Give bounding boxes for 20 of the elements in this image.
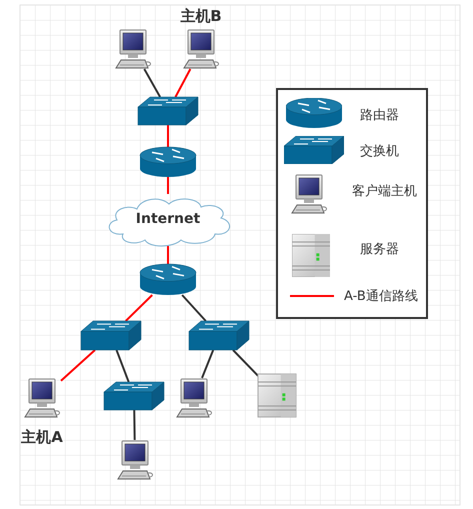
connection-line [174,68,192,98]
legend-label: A-B通信路线 [344,288,418,305]
connection-line [125,294,153,322]
legend-label: 交换机 [360,143,399,160]
connection-line [143,68,161,98]
host-label: 主机B [179,7,223,26]
cloud-label: Internet [134,211,202,227]
connection-line [116,350,130,382]
connection-line [133,410,136,440]
legend-label: 路由器 [360,107,399,124]
connection-line [167,177,169,194]
host-label: 主机A [20,428,64,447]
connection-line [167,246,169,264]
legend-label: 客户端主机 [352,183,417,200]
legend-label: 服务器 [360,241,399,258]
connection-line [201,350,214,378]
connection-line [232,349,259,377]
connection-line [167,125,169,147]
connection-line [60,349,96,382]
connection-line [181,294,207,322]
